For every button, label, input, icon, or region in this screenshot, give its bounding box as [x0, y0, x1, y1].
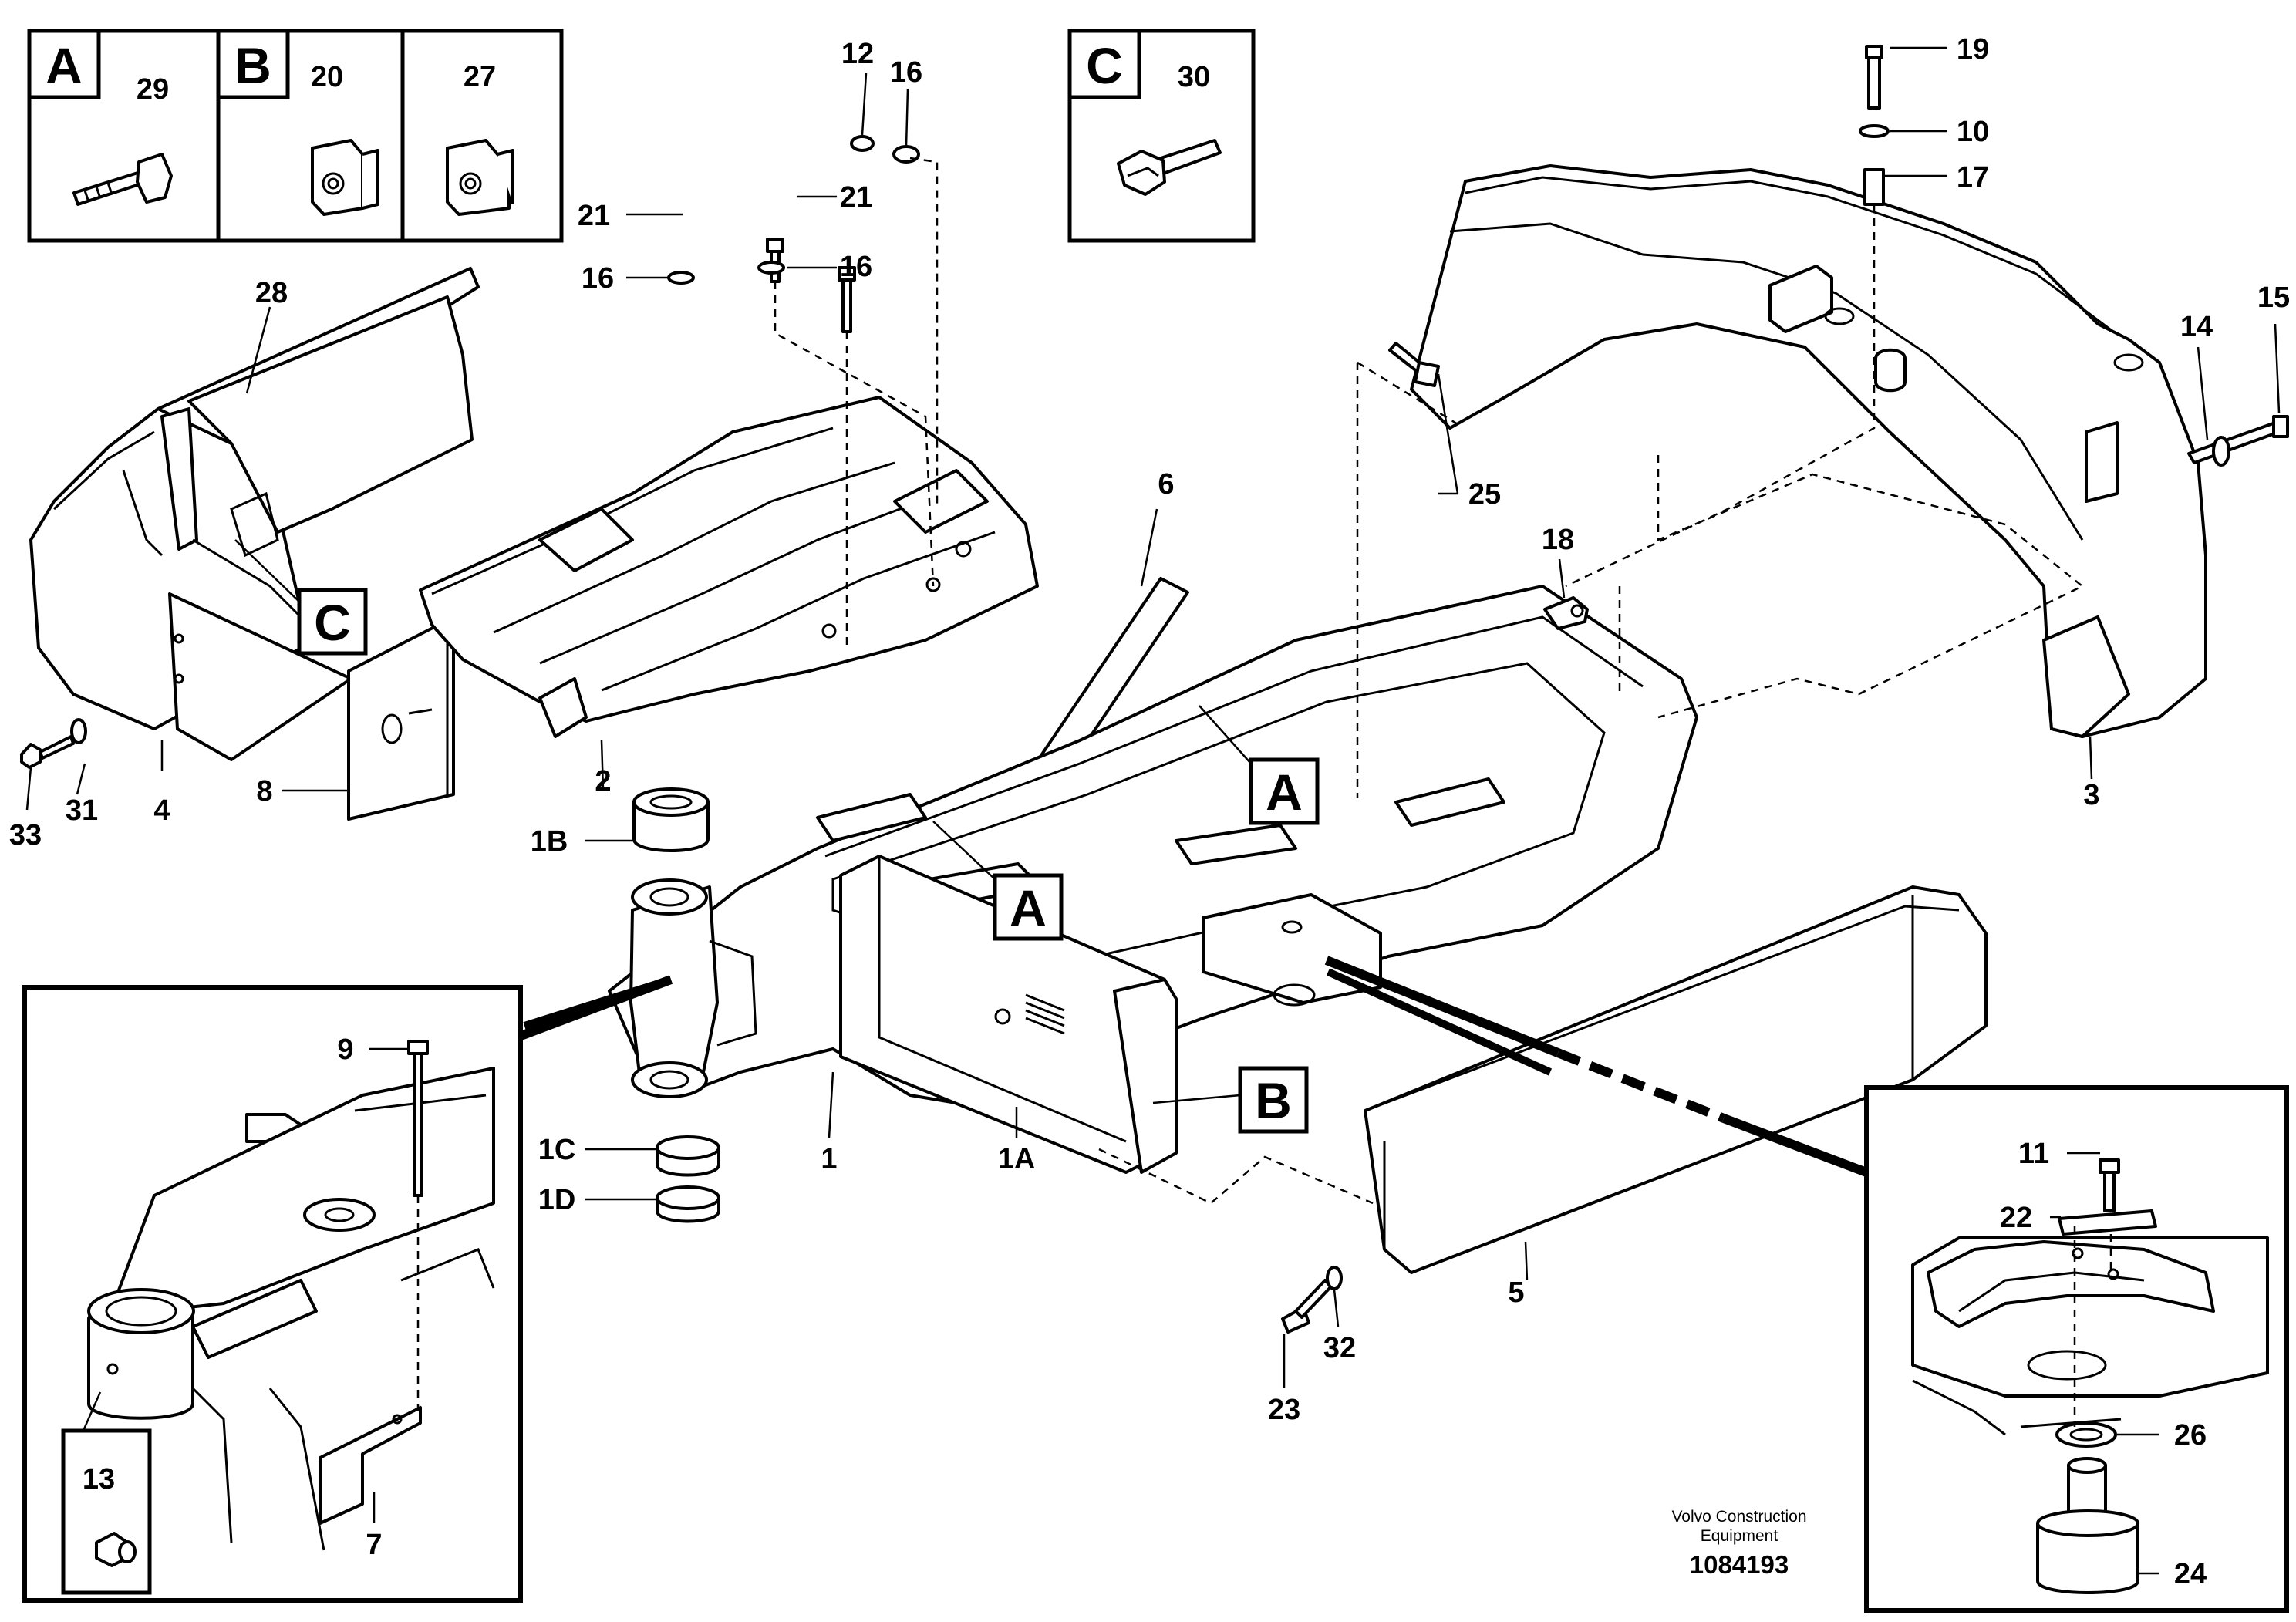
label-30: 30 [1178, 61, 1210, 93]
assembly-dashed-lines [774, 157, 2085, 1205]
bushing-1c [656, 1135, 720, 1177]
callout-box-c: C 30 [1067, 29, 1256, 243]
label-17: 17 [1957, 161, 1989, 194]
label-1A: 1A [998, 1143, 1036, 1175]
callout-letter-a: A [46, 37, 83, 94]
detail-frame-right [1864, 1085, 2289, 1613]
bushing-1b [632, 787, 710, 852]
label-15: 15 [2257, 282, 2290, 314]
part-3-rear-cover [1410, 164, 2207, 738]
ref-letter-b: B [1255, 1072, 1292, 1129]
label-4: 4 [153, 794, 170, 827]
label-32: 32 [1323, 1332, 1356, 1364]
label-28: 28 [255, 277, 288, 309]
part-18-clip [1543, 596, 1589, 630]
label-1D: 1D [538, 1184, 576, 1216]
label-16-left: 16 [582, 262, 614, 295]
part-labels: 12 16 21 16 21 16 28 6 19 10 17 14 15 25… [9, 33, 2290, 1590]
label-18: 18 [1542, 524, 1574, 556]
label-25: 25 [1468, 478, 1501, 511]
ref-letter-a-lower: A [1010, 879, 1047, 936]
label-24: 24 [2174, 1558, 2207, 1590]
label-26: 26 [2174, 1419, 2207, 1452]
label-11: 11 [2018, 1138, 2049, 1170]
bolt-29-drawing [72, 153, 173, 206]
label-5: 5 [1508, 1276, 1524, 1309]
label-3: 3 [2083, 779, 2099, 811]
callout-letter-c: C [1086, 37, 1123, 94]
label-29: 29 [137, 73, 169, 106]
label-19: 19 [1957, 33, 1989, 66]
label-13: 13 [83, 1463, 115, 1496]
label-12: 12 [841, 38, 874, 70]
footer-company-line2: Equipment [1701, 1527, 1778, 1545]
bushing-1d [656, 1185, 720, 1223]
ref-letter-a-upper: A [1266, 764, 1303, 821]
label-22: 22 [2000, 1202, 2032, 1234]
fasteners-top [667, 45, 2289, 467]
label-7: 7 [366, 1529, 382, 1561]
label-33: 33 [9, 819, 42, 851]
label-1B: 1B [531, 825, 568, 858]
label-27: 27 [464, 61, 496, 93]
ref-letter-c: C [314, 594, 351, 651]
label-10: 10 [1957, 116, 1989, 148]
label-9: 9 [337, 1034, 353, 1066]
label-16-top: 16 [890, 56, 922, 89]
callout-box-a-b: A B 29 20 27 [27, 29, 564, 243]
label-23: 23 [1268, 1394, 1300, 1426]
callout-letter-b: B [234, 37, 271, 94]
clip-nut-20-drawing [311, 139, 379, 216]
label-2: 2 [595, 765, 611, 798]
label-14: 14 [2180, 311, 2213, 343]
label-21-right: 21 [840, 181, 872, 214]
label-6: 6 [1158, 468, 1174, 501]
label-8: 8 [256, 775, 272, 808]
detail-13-inset [61, 1391, 152, 1595]
label-1C: 1C [538, 1134, 576, 1166]
part-28-4-left-cover [29, 267, 480, 761]
clip-nut-27-drawing [446, 139, 514, 216]
label-20: 20 [311, 61, 343, 93]
label-1: 1 [821, 1143, 837, 1175]
detail-link-lines [514, 956, 1869, 1177]
label-16-right: 16 [840, 251, 872, 283]
label-21-left: 21 [578, 200, 610, 232]
footer-drawing-number: 1084193 [1690, 1550, 1789, 1579]
fasteners-left [20, 718, 1343, 1334]
reference-boxes: A A B C [234, 539, 1320, 1134]
label-31: 31 [66, 794, 98, 827]
bolt-30-drawing [1117, 139, 1222, 196]
part-5-side-cover [1364, 885, 1988, 1274]
footer-company-line1: Volvo Construction [1671, 1508, 1806, 1526]
part-2-subframe [419, 396, 1039, 738]
leader-lines [25, 46, 2281, 1575]
footer: Volvo Construction Equipment 1084193 [1671, 1508, 1806, 1579]
